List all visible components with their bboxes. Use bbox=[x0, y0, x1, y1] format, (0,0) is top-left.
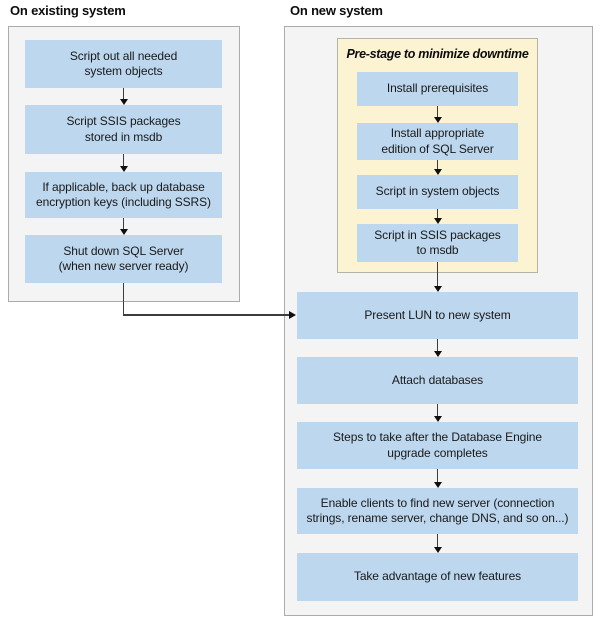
step-attach-databases: Attach databases bbox=[297, 357, 578, 404]
existing-system-title: On existing system bbox=[10, 3, 126, 18]
arrow-down-icon bbox=[433, 262, 442, 292]
arrow-down-icon bbox=[433, 160, 442, 175]
step-install-prerequisites: Install prerequisites bbox=[357, 72, 518, 106]
arrow-down-icon bbox=[119, 154, 128, 172]
new-system-title: On new system bbox=[290, 3, 383, 18]
step-take-advantage-new-features: Take advantage of new features bbox=[297, 553, 578, 601]
arrow-down-icon bbox=[119, 88, 128, 105]
arrow-down-icon bbox=[433, 339, 442, 357]
arrow-right-icon bbox=[289, 311, 296, 319]
step-script-in-ssis-packages: Script in SSIS packages to msdb bbox=[357, 224, 518, 262]
step-script-in-system-objects: Script in system objects bbox=[357, 175, 518, 209]
connector-horizontal-segment bbox=[122, 314, 289, 316]
prestage-title: Pre-stage to minimize downtime bbox=[346, 47, 529, 61]
arrow-down-icon bbox=[433, 404, 442, 422]
step-backup-encryption-keys: If applicable, back up database encrypti… bbox=[25, 172, 222, 218]
step-install-sql-server-edition: Install appropriate edition of SQL Serve… bbox=[357, 123, 518, 160]
step-enable-clients: Enable clients to find new server (conne… bbox=[297, 488, 578, 534]
arrow-down-icon bbox=[119, 218, 128, 235]
step-present-lun: Present LUN to new system bbox=[297, 292, 578, 339]
arrow-down-icon bbox=[433, 209, 442, 224]
step-shut-down-sql-server: Shut down SQL Server (when new server re… bbox=[25, 235, 222, 283]
arrow-down-icon bbox=[433, 106, 442, 123]
step-script-out-system-objects: Script out all needed system objects bbox=[25, 40, 222, 88]
arrow-down-icon bbox=[433, 469, 442, 488]
step-script-ssis-packages: Script SSIS packages stored in msdb bbox=[25, 105, 222, 154]
connector-vertical-segment bbox=[122, 283, 125, 315]
arrow-down-icon bbox=[433, 534, 442, 553]
step-post-upgrade-steps: Steps to take after the Database Engine … bbox=[297, 422, 578, 469]
